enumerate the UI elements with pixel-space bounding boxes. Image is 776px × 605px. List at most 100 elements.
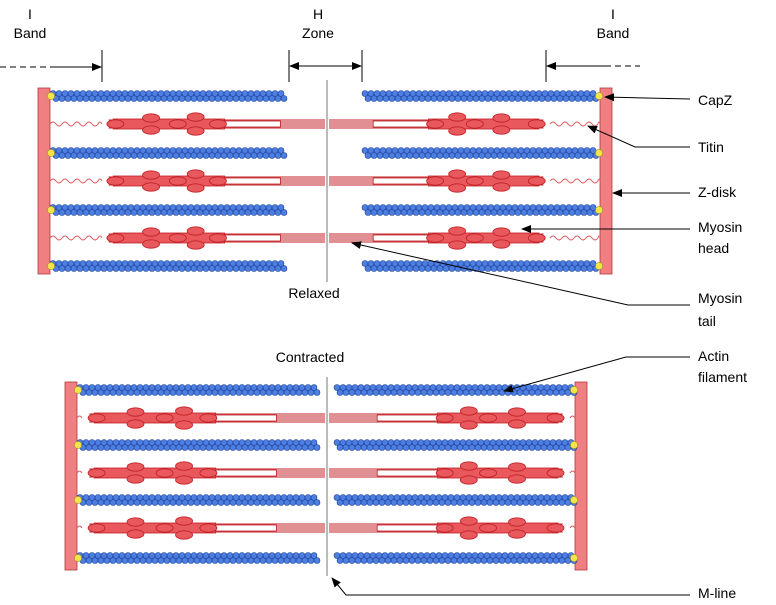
actin-filament-label-2: filament xyxy=(698,369,747,385)
myosin-head-label-2: head xyxy=(698,240,729,256)
capz-cap xyxy=(595,262,603,270)
myosin-filament xyxy=(329,226,546,250)
myosin-head xyxy=(168,233,187,243)
myosin-head xyxy=(199,468,218,478)
myosin-head xyxy=(508,419,526,429)
actin-filament xyxy=(361,260,600,272)
myosin-head xyxy=(426,233,444,243)
i-band-left-label-2: Band xyxy=(14,25,47,41)
myosin-head xyxy=(448,169,467,179)
titin-spring xyxy=(49,235,103,241)
myosin-head xyxy=(209,233,227,243)
capz-cap xyxy=(595,206,603,214)
myosin-head xyxy=(459,530,478,540)
actin-filament xyxy=(76,494,321,506)
myosin-head xyxy=(465,119,484,129)
myosin-filament xyxy=(329,169,546,193)
myosin-head xyxy=(87,523,106,533)
myosin-head xyxy=(126,462,145,472)
myosin-head xyxy=(175,420,193,430)
actin-filament xyxy=(333,384,578,396)
myosin-head xyxy=(142,239,160,249)
actin-filament-label-1: Actin xyxy=(698,348,729,364)
titin-spring xyxy=(549,178,601,184)
titin-spring xyxy=(49,121,103,127)
i-band-right-label-2: Band xyxy=(597,25,630,41)
myosin-head xyxy=(186,240,205,250)
myosin-head xyxy=(106,176,125,186)
actin-filament xyxy=(333,439,578,451)
myosin-head xyxy=(459,406,478,416)
actin-filament xyxy=(49,90,288,102)
myosin-filament xyxy=(106,169,325,193)
myosin-head xyxy=(186,126,205,136)
myosin-filament xyxy=(87,516,325,540)
myosin-head xyxy=(126,407,145,417)
actin-filament xyxy=(76,552,321,564)
myosin-head xyxy=(508,529,526,539)
myosin-head xyxy=(142,227,160,237)
capz-pointer xyxy=(604,93,691,102)
capz-cap xyxy=(47,92,55,100)
m-line-pointer xyxy=(331,577,690,596)
myosin-tail-pointer xyxy=(351,241,690,306)
myosin-head xyxy=(209,176,227,186)
h-zone-label-2: Zone xyxy=(302,25,334,41)
myosin-head xyxy=(508,407,526,417)
titin-spring xyxy=(76,415,83,419)
myosin-filament xyxy=(329,461,565,485)
myosin-head xyxy=(186,183,205,193)
relaxed-sarcomere xyxy=(37,80,613,282)
myosin-head xyxy=(508,462,526,472)
myosin-head xyxy=(492,239,511,249)
actin-filament xyxy=(76,384,321,396)
myosin-filament xyxy=(329,406,565,430)
capz-cap xyxy=(595,92,603,100)
relaxed-label: Relaxed xyxy=(288,285,339,301)
myosin-filament xyxy=(87,461,325,485)
capz-cap xyxy=(74,554,82,562)
capz-cap xyxy=(570,386,578,394)
myosin-head xyxy=(435,413,454,423)
myosin-head xyxy=(175,475,193,485)
myosin-head xyxy=(168,119,187,129)
myosin-head xyxy=(126,419,145,429)
myosin-head xyxy=(479,523,497,533)
myosin-head xyxy=(492,125,511,135)
myosin-head xyxy=(448,183,467,193)
actin-filament xyxy=(361,90,600,102)
actin-filament xyxy=(361,204,600,216)
myosin-head xyxy=(435,468,454,478)
myosin-head xyxy=(492,182,511,192)
z-disk xyxy=(574,381,588,571)
capz-label: CapZ xyxy=(698,92,733,108)
titin-spring xyxy=(569,525,576,529)
myosin-head xyxy=(87,468,106,478)
myosin-head xyxy=(199,523,218,533)
myosin-head xyxy=(448,226,467,236)
capz-cap xyxy=(595,149,603,157)
myosin-head xyxy=(106,119,125,129)
capz-cap xyxy=(47,206,55,214)
myosin-head xyxy=(492,170,511,180)
titin-pointer xyxy=(587,125,690,148)
myosin-head xyxy=(209,119,227,129)
myosin-head xyxy=(479,413,497,423)
contracted-sarcomere xyxy=(64,377,588,576)
myosin-head xyxy=(175,406,193,416)
myosin-head xyxy=(155,523,174,533)
myosin-head xyxy=(142,182,160,192)
m-line-label: M-line xyxy=(698,585,736,600)
capz-cap xyxy=(74,386,82,394)
myosin-head xyxy=(527,233,546,243)
myosin-head xyxy=(142,170,160,180)
titin-spring xyxy=(76,525,83,529)
annotation-arrows xyxy=(0,50,691,596)
myosin-head xyxy=(186,112,205,122)
contracted-label: Contracted xyxy=(276,349,344,365)
myosin-head xyxy=(142,125,160,135)
capz-cap xyxy=(570,554,578,562)
myosin-head xyxy=(546,468,565,478)
actin-filament xyxy=(49,147,288,159)
